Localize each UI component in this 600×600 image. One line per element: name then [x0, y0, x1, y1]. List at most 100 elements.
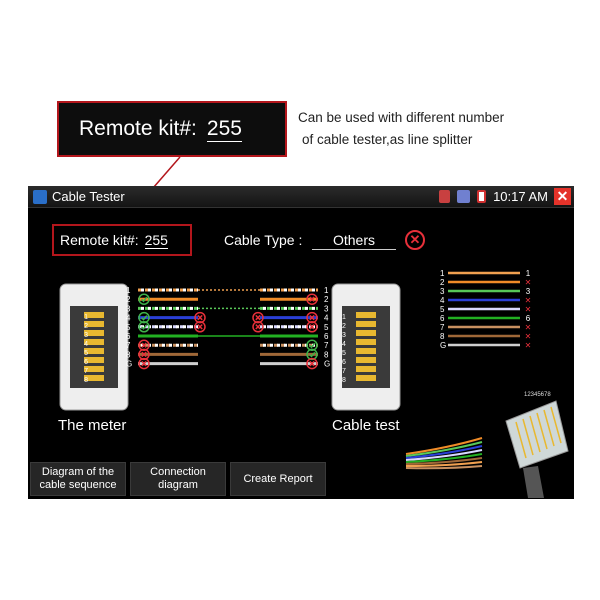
left-pin-label: G	[126, 360, 132, 369]
tester-connector-contact	[356, 366, 376, 372]
seq-left-pin: 1	[440, 269, 445, 278]
left-ok-icon	[138, 293, 150, 305]
right-err-icon	[306, 357, 318, 370]
seq-left-pin: G	[440, 341, 446, 350]
right-ok-icon-mark	[308, 351, 316, 358]
tester-connector-contact	[356, 357, 376, 363]
meter-pin-number: 1	[84, 314, 88, 321]
meter-pin-number: 5	[84, 350, 88, 357]
right-err-icon	[306, 311, 318, 324]
right-pin-label: G	[324, 360, 330, 369]
rj45-contact	[515, 421, 527, 459]
remote-kit-label: Remote kit#:	[60, 232, 139, 248]
tester-connector-contact	[356, 339, 376, 345]
left-ok-icon	[138, 321, 150, 333]
meter-connector-contact	[84, 375, 104, 381]
mid-left-err-icon	[194, 321, 206, 333]
left-pin-label: 5	[126, 323, 131, 332]
left-err-icon-mark	[141, 360, 147, 367]
left-ok-icon	[138, 311, 150, 324]
mid-right-err-icon-mark	[255, 314, 261, 321]
meter-pin-number: 7	[84, 368, 88, 375]
mid-left-err-icon	[194, 311, 206, 324]
meter-connector-body	[70, 306, 118, 388]
app-title: Cable Tester	[52, 189, 125, 204]
seq-right-pin: 6	[526, 314, 531, 323]
tester-pin-number: 5	[342, 350, 346, 357]
close-icon[interactable]: ✕	[554, 188, 571, 205]
right-pin-label: 8	[324, 350, 329, 359]
rj45-contact	[529, 415, 541, 453]
rj45-contact	[536, 412, 548, 450]
connection-btn-line2: diagram	[158, 479, 198, 491]
mid-right-err-icon-mark	[255, 324, 261, 330]
right-pin-label: 2	[324, 295, 329, 304]
callout-value: 255	[206, 116, 242, 142]
cable-tester-app-icon	[33, 190, 47, 204]
left-pin-label: 7	[126, 341, 131, 350]
right-ok-icon	[306, 348, 318, 361]
right-pin-label: 1	[324, 286, 329, 295]
fanned-wire	[405, 453, 483, 463]
remote-kit-value: 255	[144, 231, 168, 249]
tester-connector-body	[342, 306, 390, 388]
right-err-icon-mark	[309, 314, 315, 321]
fanned-wire	[405, 461, 483, 467]
mid-right-err-icon	[252, 311, 264, 324]
meter-pin-number: 3	[84, 332, 88, 339]
right-err-icon	[306, 321, 318, 333]
fanned-wire	[405, 465, 483, 470]
callout-label: Remote kit#:	[79, 117, 197, 140]
tester-pin-number: 6	[342, 359, 346, 366]
tester-label: Cable test	[332, 417, 400, 434]
meter-connector-contact	[84, 348, 104, 354]
connector-label: 12345678	[524, 392, 551, 398]
tester-connector-contact	[356, 330, 376, 336]
network-icon	[457, 190, 471, 203]
seq-left-pin: 2	[440, 278, 445, 287]
cable-type-label: Cable Type :	[224, 232, 303, 248]
remote-kit-field[interactable]: Remote kit#: 255	[52, 224, 192, 256]
fanned-wire	[405, 457, 483, 465]
tester-pin-number: 1	[342, 314, 346, 321]
fanned-wire	[405, 449, 483, 461]
seq-err-icon: ✕	[525, 305, 532, 314]
meter-pin-number: 2	[84, 323, 88, 330]
create-report-button[interactable]: Create Report	[230, 462, 326, 496]
note-line-2: of cable tester,as line splitter	[302, 132, 473, 147]
mid-right-err-icon	[252, 321, 264, 333]
meter-pin-number: 6	[84, 359, 88, 366]
cable-type-error-icon: ✕	[405, 230, 425, 250]
right-err-icon-mark	[309, 360, 315, 367]
meter-pin-number: 4	[84, 341, 88, 348]
rj45-cable-icon	[523, 466, 544, 498]
connection-btn-line1: Connection	[150, 466, 206, 478]
mid-left-err-icon-mark	[197, 314, 203, 321]
tester-pin-number: 3	[342, 332, 346, 339]
left-pin-label: 2	[126, 295, 131, 304]
tester-connector-contact	[356, 375, 376, 381]
cable-type-value[interactable]: Others	[312, 232, 396, 250]
rj45-contact	[543, 409, 555, 447]
device-screen: Cable Tester 10:17 AM ✕ Remote kit#: 255…	[28, 186, 574, 499]
right-err-icon	[306, 293, 318, 305]
meter-connector-contact	[84, 366, 104, 372]
meter-connector-contact	[84, 321, 104, 327]
seq-left-pin: 7	[440, 323, 445, 332]
seq-left-pin: 3	[440, 287, 445, 296]
seq-right-pin: 1	[526, 269, 531, 278]
remote-kit-callout: Remote kit#: 255	[57, 101, 287, 157]
seq-left-pin: 6	[440, 314, 445, 323]
fanned-wire	[405, 441, 483, 457]
tester-pin-number: 8	[342, 377, 346, 384]
seq-left-pin: 8	[440, 332, 445, 341]
right-ok-icon-mark	[308, 342, 316, 349]
left-err-icon-mark	[141, 351, 147, 358]
right-ok-icon	[306, 339, 318, 351]
left-pin-label: 1	[126, 286, 131, 295]
status-area: 10:17 AM	[439, 189, 548, 204]
left-ok-icon-mark	[140, 315, 148, 321]
right-err-icon-mark	[309, 324, 315, 330]
